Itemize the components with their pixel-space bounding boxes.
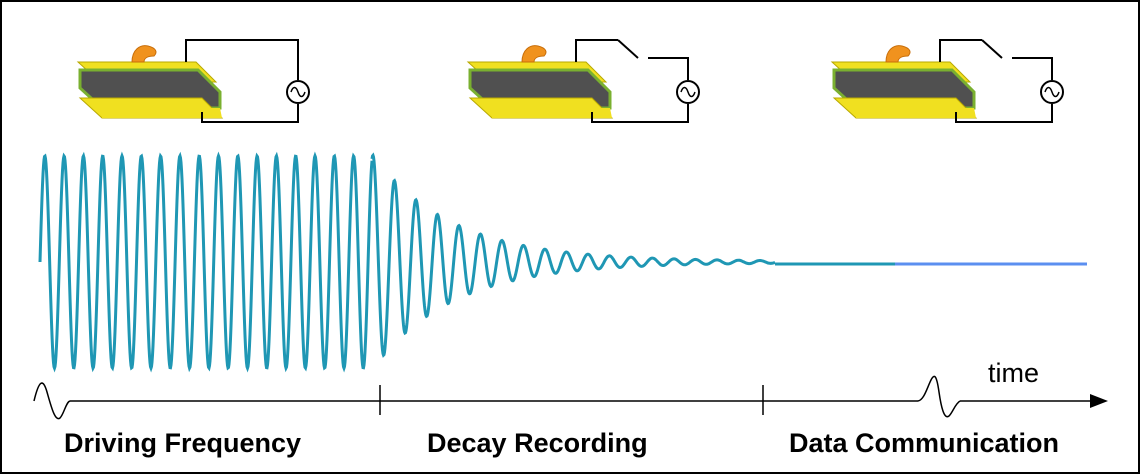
top-wire [185, 39, 299, 80]
bottom-wire [591, 104, 689, 123]
bottom-electrode-face [102, 108, 222, 118]
driving-waveform [38, 151, 374, 373]
ac-wave-icon [680, 86, 696, 98]
time-axis-label: time [988, 358, 1039, 388]
circuit-decay [466, 39, 700, 123]
phase-label-data: Data Communication [789, 428, 1059, 458]
bottom-electrode-face [856, 108, 976, 118]
ac-wave-icon [290, 86, 306, 98]
top-wire [939, 39, 982, 62]
decay-waveform [370, 152, 776, 358]
top-wire [575, 39, 618, 62]
time-axis [33, 375, 1108, 420]
bottom-electrode-face [492, 108, 612, 118]
bottom-wire [955, 104, 1053, 123]
axis-arrow-icon [1090, 394, 1108, 408]
ac-wave-icon [1044, 86, 1060, 98]
open-switch-icon [981, 39, 1003, 59]
sample-clip-icon [885, 45, 911, 63]
sample-clip-icon [131, 45, 157, 63]
axis-break-right-icon [917, 375, 961, 418]
axis-break-left-icon [33, 382, 71, 420]
circuit-driving [76, 39, 310, 123]
top-wire-2 [1012, 57, 1053, 80]
circuit-data [830, 39, 1064, 123]
phase-label-decay: Decay Recording [427, 428, 648, 458]
sample-clip-icon [521, 45, 547, 63]
top-wire-2 [648, 57, 689, 80]
phase-label-driving: Driving Frequency [64, 428, 301, 458]
bottom-wire [201, 104, 299, 123]
open-switch-icon [617, 39, 639, 59]
